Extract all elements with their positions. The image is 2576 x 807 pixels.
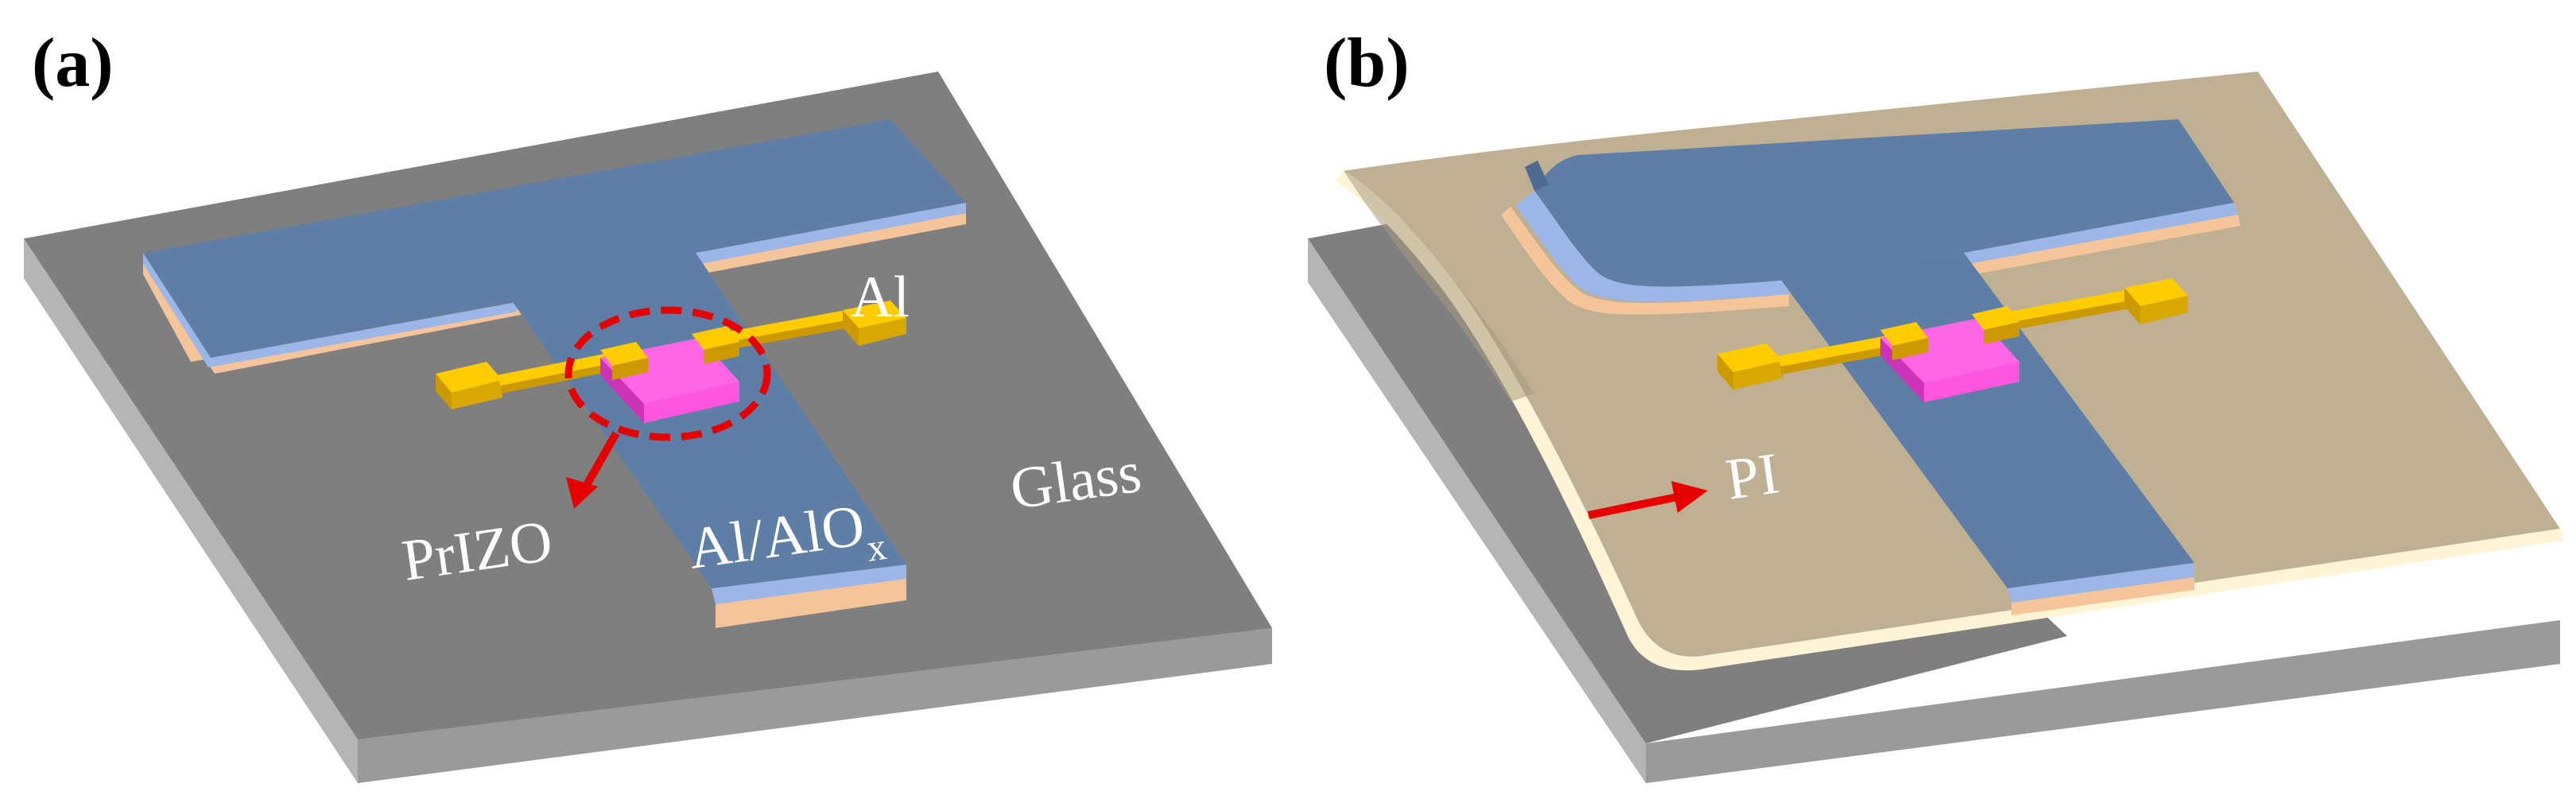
- gate-crossbar-right-peach: [700, 213, 966, 274]
- gate-b-stem-peach: [2012, 577, 2194, 615]
- channel-front: [644, 382, 739, 423]
- gate-crossbar-right-light: [696, 203, 966, 264]
- gate-b-curl-peach: [1501, 207, 1789, 315]
- b-channel-right-contact-front: [1984, 322, 2019, 344]
- b-channel-right-contact: [1972, 306, 2019, 330]
- b-right-pad-top: [2124, 278, 2188, 306]
- b-left-pad-top: [1717, 343, 1783, 372]
- right-pad-top: [843, 301, 906, 328]
- channel-callout-arrowhead: [566, 477, 598, 509]
- panel-a: (a): [24, 25, 1272, 783]
- b-channel-left-contact: [1880, 322, 1928, 346]
- glass-substrate-front: [358, 628, 1272, 783]
- channel-left-contact: [600, 342, 648, 366]
- channel-layer-b: [1880, 306, 2019, 402]
- gate-b-right-peach: [1968, 215, 2240, 275]
- pi-film-inner-shadow: [1344, 171, 1534, 402]
- source-drain-electrodes-b: [1717, 278, 2188, 390]
- glass-b-side: [1308, 239, 1646, 783]
- pi-arrow-line: [1587, 493, 1679, 519]
- label-source-drain: Al: [851, 265, 910, 330]
- left-pad-top: [436, 362, 502, 393]
- gate-electrode: [143, 119, 966, 628]
- channel-right-contact-front: [704, 342, 739, 364]
- channel-layer: [600, 326, 739, 423]
- b-channel-left-contact-front: [1892, 338, 1928, 360]
- b-channel-front: [1924, 362, 2019, 402]
- b-left-pad-front: [1733, 361, 1783, 390]
- label-pi-film: PI: [1722, 440, 1783, 512]
- b-left-arm-edge: [1781, 344, 1900, 374]
- channel-highlight-circle: [564, 306, 771, 441]
- gate-b-curl-tip: [1525, 161, 1549, 191]
- left-arm-edge: [501, 364, 608, 394]
- panel-b-tag: (b): [1324, 25, 1410, 102]
- b-right-arm: [1996, 288, 2143, 324]
- panel-b: (b): [1308, 25, 2564, 783]
- channel-side: [600, 358, 644, 423]
- b-channel-side: [1880, 338, 1924, 402]
- b-left-arm: [1777, 334, 1900, 367]
- gate-b-right-light: [1964, 203, 2238, 264]
- right-pad-side: [843, 310, 859, 346]
- gate-b-stem-light: [2008, 563, 2194, 603]
- left-arm: [497, 354, 608, 386]
- gate-stem-light-layer: [712, 565, 906, 604]
- right-arm: [716, 308, 859, 343]
- gate-b-curl-light: [1515, 191, 1789, 302]
- b-right-arm-edge: [2000, 298, 2143, 332]
- right-pad-front: [859, 318, 906, 346]
- left-pad-side: [436, 374, 452, 409]
- channel-callout-arrow-line: [580, 431, 620, 491]
- gate-crossbar-light-layer: [143, 253, 517, 367]
- b-right-pad-side: [2124, 288, 2140, 324]
- glass-b-front: [1646, 620, 2560, 783]
- panel-a-tag: (a): [32, 25, 114, 102]
- gate-b-curl-top: [1534, 119, 2234, 287]
- gate-top-surface: [143, 119, 966, 588]
- left-pad-front: [452, 380, 502, 409]
- glass-substrate-side: [24, 239, 358, 783]
- channel-left-contact-front: [612, 358, 648, 380]
- pi-arrowhead: [1671, 481, 1708, 513]
- channel-right-contact: [692, 326, 739, 350]
- b-right-pad-front: [2140, 296, 2188, 324]
- gate-stem-peach-layer: [716, 576, 906, 628]
- b-left-pad-side: [1717, 354, 1733, 390]
